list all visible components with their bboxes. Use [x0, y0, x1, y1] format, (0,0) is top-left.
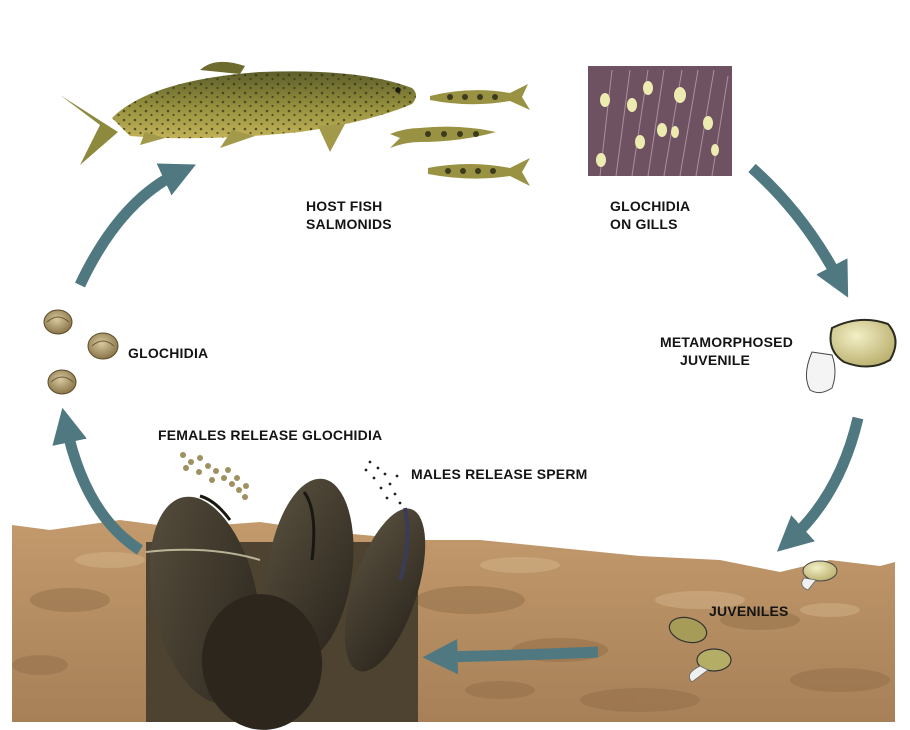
glochidium-icon [88, 333, 118, 359]
glochidia-cloud [180, 452, 249, 500]
label-glochidia: GLOCHIDIA [128, 344, 208, 362]
label-glochidia-on-gills: GLOCHIDIA ON GILLS [610, 197, 690, 233]
metamorphosed-juvenile [806, 320, 895, 393]
label-line: JUVENILE [660, 351, 793, 369]
free-glochidia [44, 310, 118, 394]
arrow-glochidia-to-fish [80, 172, 180, 285]
label-metamorphosed-juvenile: METAMORPHOSED JUVENILE [660, 333, 793, 369]
adult-trout [60, 62, 416, 165]
arrow-juveniles-to-adults [440, 652, 598, 657]
label-males-release: MALES RELEASE SPERM [411, 465, 588, 483]
label-host-fish: HOST FISH SALMONIDS [306, 197, 392, 233]
sperm-cloud [365, 461, 402, 505]
label-line: HOST FISH [306, 197, 392, 215]
glochidium-icon [44, 310, 72, 334]
label-line: ON GILLS [610, 215, 690, 233]
arrow-gills-to-metamorphosed [752, 168, 840, 282]
label-line: SALMONIDS [306, 215, 392, 233]
label-line: GLOCHIDIA [610, 197, 690, 215]
label-line: METAMORPHOSED [660, 333, 793, 351]
label-juveniles: JUVENILES [709, 602, 789, 620]
riverbed [12, 520, 895, 722]
label-females-release: FEMALES RELEASE GLOCHIDIA [158, 426, 382, 444]
mussel-bed [132, 473, 441, 730]
gill-photo [588, 66, 732, 176]
glochidium-icon [48, 370, 76, 394]
arrow-metamorphosed-to-juveniles [790, 418, 858, 540]
